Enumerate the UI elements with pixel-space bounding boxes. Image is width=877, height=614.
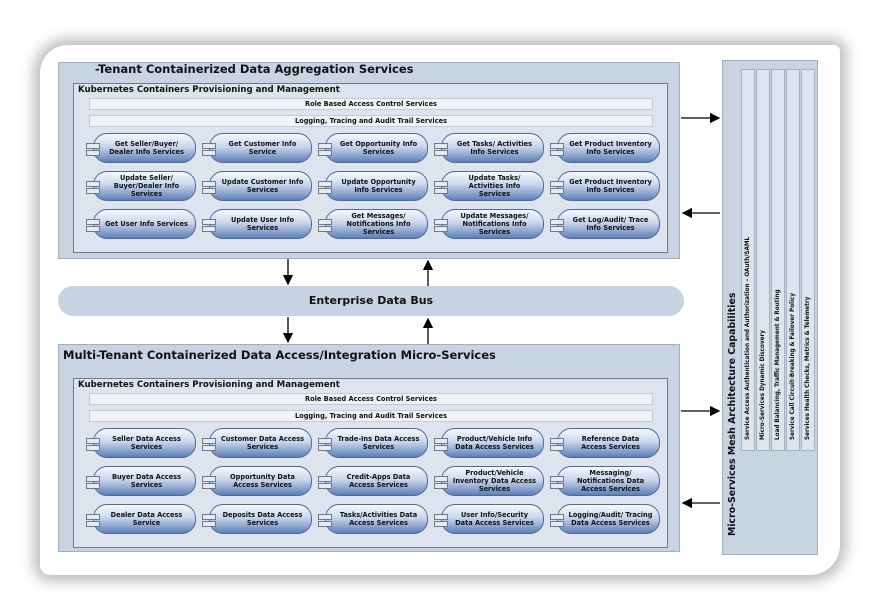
- component: Update User Info Services: [202, 209, 312, 239]
- component: Tasks/Activities Data Access Services: [318, 504, 428, 534]
- component: Seller Data Access Services: [86, 428, 196, 458]
- component: Get Customer Info Service: [202, 133, 312, 163]
- component: Update Messages/ Notifications Info Serv…: [434, 209, 544, 239]
- component: Credit-Apps Data Access Services: [318, 466, 428, 496]
- bottom-rbac-band: Role Based Access Control Services: [89, 393, 653, 405]
- component: Opportunity Data Access Services: [202, 466, 312, 496]
- mesh-capability: Service Access Authentication and Author…: [741, 69, 755, 451]
- enterprise-data-bus: Enterprise Data Bus: [58, 286, 684, 316]
- top-k8s-title: Kubernetes Containers Provisioning and M…: [78, 85, 340, 95]
- component: User Info/Security Data Access Services: [434, 504, 544, 534]
- component: Get Product Inventory Info Services: [550, 171, 660, 201]
- component: Get Messages/ Notifications Info Service…: [318, 209, 428, 239]
- component: Get Opportunity Info Services: [318, 133, 428, 163]
- top-rbac-band: Role Based Access Control Services: [89, 98, 653, 110]
- mesh-title-area: Micro-Services Mesh Architecture Capabil…: [723, 61, 741, 551]
- component: Get Product Inventory Info Services: [550, 133, 660, 163]
- bottom-component-grid: Seller Data Access Services Customer Dat…: [84, 428, 660, 534]
- component: Messaging/ Notifications Data Access Ser…: [550, 466, 660, 496]
- component: Get User Info Services: [86, 209, 196, 239]
- component: Product/Vehicle Inventory Data Access Se…: [434, 466, 544, 496]
- component: Dealer Data Access Service: [86, 504, 196, 534]
- data-access-section-title: Multi-Tenant Containerized Data Access/I…: [63, 348, 496, 362]
- data-access-services-section: Multi-Tenant Containerized Data Access/I…: [58, 344, 680, 552]
- mesh-capability: Services Health Checks, Metrics & Teleme…: [801, 69, 815, 451]
- component: Get Tasks/ Activities Info Services: [434, 133, 544, 163]
- component: Reference Data Access Services: [550, 428, 660, 458]
- mesh-capability: Micro-Services Dynamic Discovery: [756, 69, 770, 451]
- top-k8s-box: Kubernetes Containers Provisioning and M…: [73, 83, 668, 253]
- component: Get Log/Audit/ Trace Info Services: [550, 209, 660, 239]
- bottom-k8s-title: Kubernetes Containers Provisioning and M…: [78, 380, 340, 390]
- mesh-capability: Service Call Circuit-Breaking & Failover…: [786, 69, 800, 451]
- aggregation-section-title: -Tenant Containerized Data Aggregation S…: [95, 62, 414, 76]
- top-logging-band: Logging, Tracing and Audit Trail Service…: [89, 115, 653, 127]
- component: Update Seller/ Buyer/Dealer Info Service…: [86, 171, 196, 201]
- component: Product/Vehicle Info Data Access Service…: [434, 428, 544, 458]
- mesh-capabilities-panel: Micro-Services Mesh Architecture Capabil…: [722, 60, 818, 555]
- component: Logging/Audit/ Tracing Data Access Servi…: [550, 504, 660, 534]
- component: Get Seller/Buyer/ Dealer Info Services: [86, 133, 196, 163]
- bottom-k8s-box: Kubernetes Containers Provisioning and M…: [73, 378, 668, 548]
- component: Deposits Data Access Services: [202, 504, 312, 534]
- mesh-title: Micro-Services Mesh Architecture Capabil…: [727, 292, 738, 536]
- aggregation-services-section: -Tenant Containerized Data Aggregation S…: [58, 62, 680, 259]
- component: Trade-Ins Data Access Services: [318, 428, 428, 458]
- component: Update Customer Info Services: [202, 171, 312, 201]
- component: Update Tasks/ Activities Info Services: [434, 171, 544, 201]
- bottom-logging-band: Logging, Tracing and Audit Trail Service…: [89, 410, 653, 422]
- mesh-capability: Load Balancing, Traffic Management & Rou…: [771, 69, 785, 451]
- component: Customer Data Access Services: [202, 428, 312, 458]
- component: Buyer Data Access Services: [86, 466, 196, 496]
- top-component-grid: Get Seller/Buyer/ Dealer Info Services G…: [84, 133, 660, 239]
- component: Update Opportunity Info Services: [318, 171, 428, 201]
